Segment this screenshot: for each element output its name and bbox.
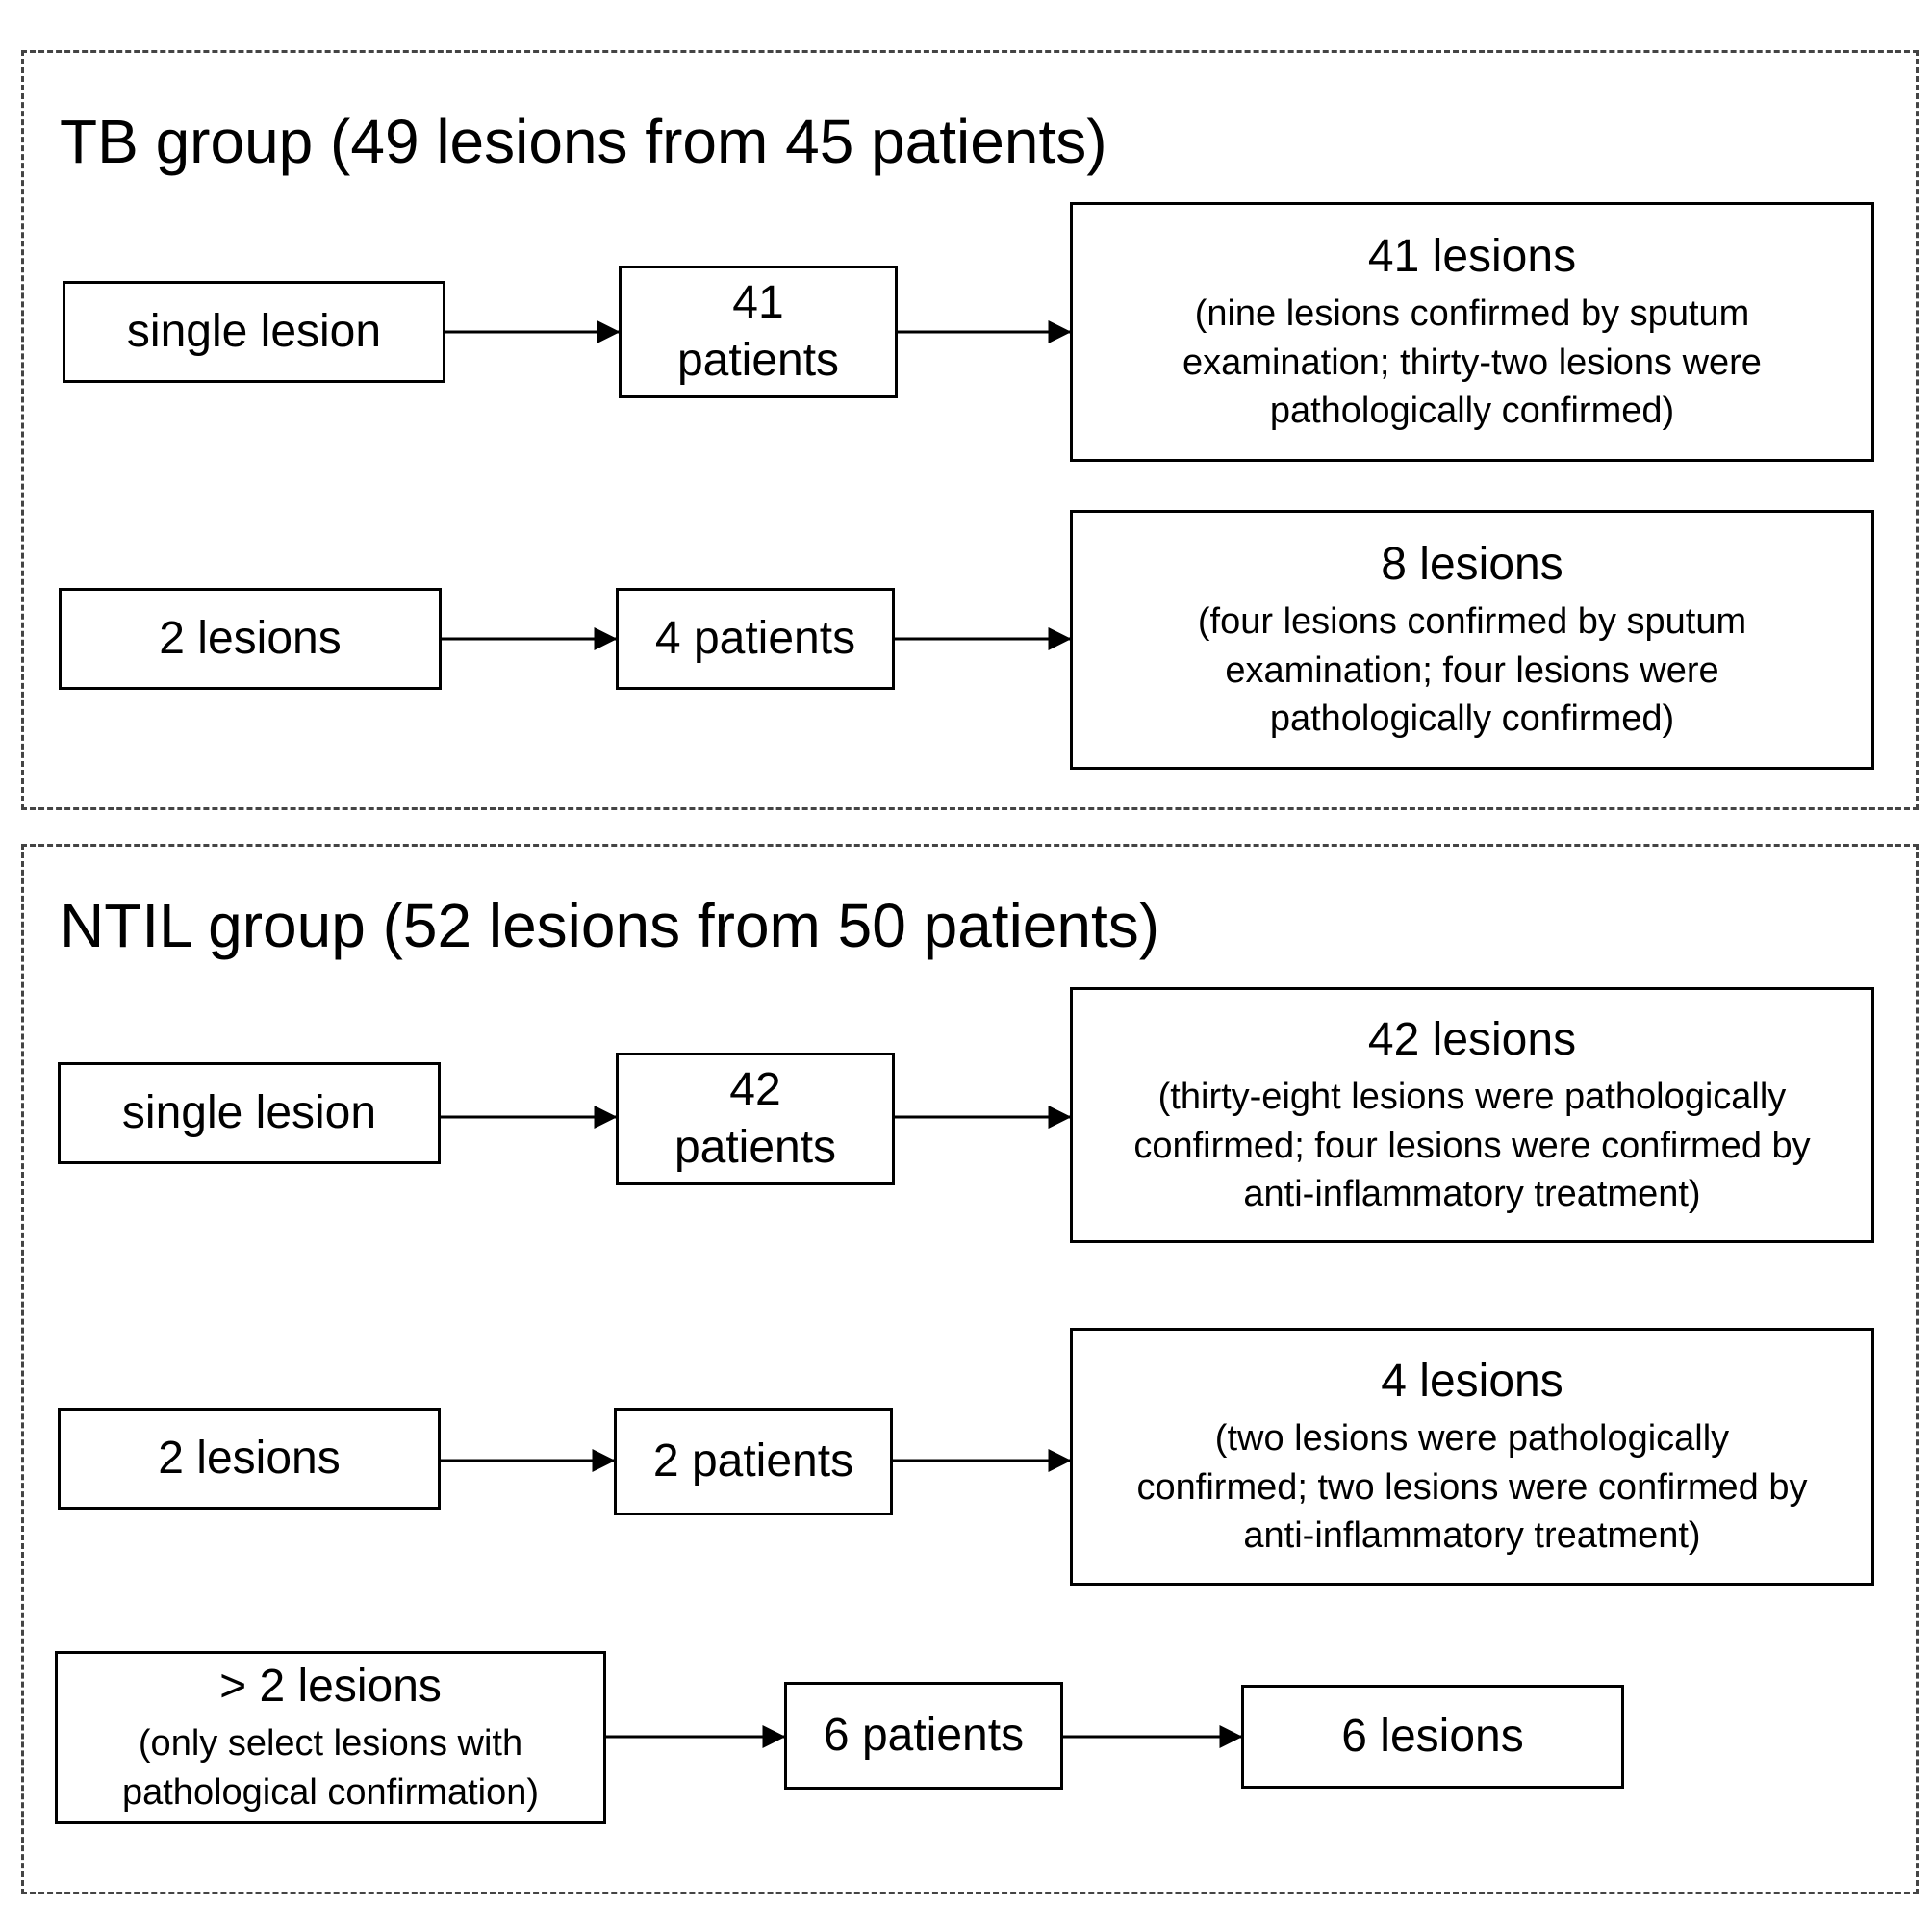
ntil-more-lesions-patients-label: 6 patients bbox=[823, 1710, 1025, 1761]
ntil-two-lesions-result-box: 4 lesions (two lesions were pathological… bbox=[1070, 1328, 1874, 1586]
ntil-more-lesions-label: > 2 lesions bbox=[219, 1661, 442, 1713]
ntil-single-lesion-patients-label: 42 patients bbox=[674, 1064, 837, 1173]
ntil-single-lesion-result-box: 42 lesions (thirty-eight lesions were pa… bbox=[1070, 987, 1874, 1243]
ntil-group-panel bbox=[21, 844, 1919, 1894]
ntil-single-lesion-label: single lesion bbox=[121, 1087, 377, 1138]
tb-single-lesion-result-main: 41 lesions bbox=[1367, 231, 1577, 283]
ntil-two-lesions-box: 2 lesions bbox=[58, 1408, 441, 1510]
ntil-group-title: NTIL group (52 lesions from 50 patients) bbox=[60, 891, 1160, 960]
tb-two-lesions-label: 2 lesions bbox=[159, 613, 342, 664]
tb-single-lesion-result-detail: (nine lesions confirmed by sputum examin… bbox=[1182, 293, 1762, 432]
ntil-more-lesions-box: > 2 lesions (only select lesions with pa… bbox=[55, 1651, 606, 1824]
ntil-two-lesions-result-detail: (two lesions were pathologically confirm… bbox=[1136, 1418, 1808, 1557]
tb-single-lesion-box: single lesion bbox=[63, 281, 445, 383]
tb-two-lesions-box: 2 lesions bbox=[59, 588, 442, 690]
tb-two-lesions-result-main: 8 lesions bbox=[1381, 539, 1563, 591]
ntil-more-lesions-result-main: 6 lesions bbox=[1341, 1711, 1524, 1762]
ntil-two-lesions-result-main: 4 lesions bbox=[1381, 1356, 1563, 1408]
tb-single-lesion-patients-box: 41 patients bbox=[619, 266, 898, 398]
tb-group-title: TB group (49 lesions from 45 patients) bbox=[60, 107, 1107, 176]
tb-group-panel bbox=[21, 50, 1919, 810]
tb-single-lesion-label: single lesion bbox=[126, 306, 382, 357]
tb-two-lesions-result-box: 8 lesions (four lesions confirmed by spu… bbox=[1070, 510, 1874, 770]
tb-single-lesion-result-box: 41 lesions (nine lesions confirmed by sp… bbox=[1070, 202, 1874, 462]
tb-two-lesions-patients-label: 4 patients bbox=[654, 613, 856, 664]
ntil-single-lesion-result-detail: (thirty-eight lesions were pathologicall… bbox=[1133, 1077, 1811, 1215]
ntil-two-lesions-label: 2 lesions bbox=[158, 1433, 341, 1484]
ntil-more-lesions-patients-box: 6 patients bbox=[784, 1682, 1063, 1790]
ntil-single-lesion-patients-box: 42 patients bbox=[616, 1053, 895, 1185]
tb-two-lesions-patients-box: 4 patients bbox=[616, 588, 895, 690]
ntil-more-lesions-result-box: 6 lesions bbox=[1241, 1685, 1624, 1789]
ntil-two-lesions-patients-box: 2 patients bbox=[614, 1408, 893, 1515]
ntil-single-lesion-result-main: 42 lesions bbox=[1367, 1014, 1577, 1066]
ntil-two-lesions-patients-label: 2 patients bbox=[652, 1436, 854, 1487]
ntil-single-lesion-box: single lesion bbox=[58, 1062, 441, 1164]
ntil-more-lesions-detail: (only select lesions with pathological c… bbox=[121, 1723, 539, 1813]
tb-two-lesions-result-detail: (four lesions confirmed by sputum examin… bbox=[1197, 601, 1747, 740]
tb-single-lesion-patients-label: 41 patients bbox=[676, 277, 840, 386]
